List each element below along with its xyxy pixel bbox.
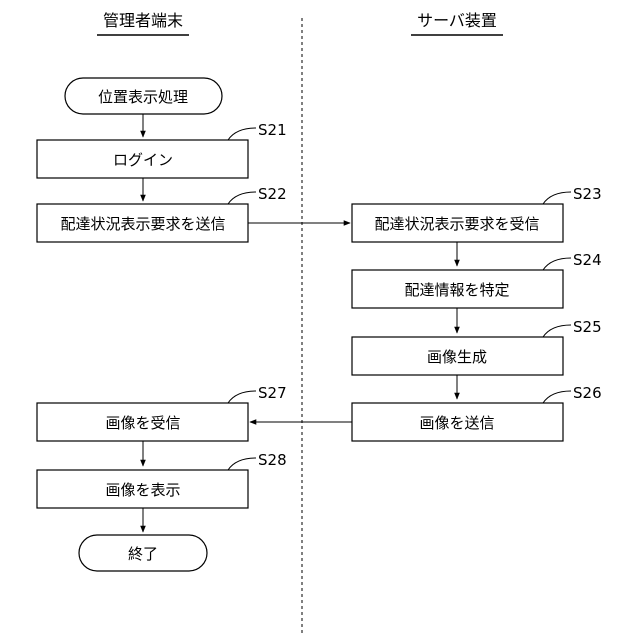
step-s25-number: S25	[573, 318, 602, 336]
step-s28-label: 画像を表示	[105, 481, 180, 499]
step-s22-number: S22	[258, 185, 287, 203]
end-label: 終了	[128, 545, 158, 563]
step-s21-leader	[228, 128, 256, 140]
step-s26-leader	[543, 391, 571, 403]
step-s27-label: 画像を受信	[105, 414, 180, 432]
step-s24-leader	[543, 258, 571, 270]
step-s28-leader	[228, 458, 256, 470]
step-s27-leader	[228, 391, 256, 403]
step-s23-leader	[543, 192, 571, 204]
step-s25-label: 画像生成	[427, 348, 487, 366]
step-s23-number: S23	[573, 185, 602, 203]
step-s21-label: ログイン	[113, 151, 173, 169]
step-s26-number: S26	[573, 384, 602, 402]
step-s23-label: 配達状況表示要求を受信	[374, 215, 539, 233]
lane-title-admin-terminal: 管理者端末	[103, 11, 183, 30]
step-s24-label: 配達情報を特定	[404, 281, 509, 299]
step-s28-number: S28	[258, 451, 287, 469]
step-s22-leader	[228, 192, 256, 204]
step-s27-number: S27	[258, 384, 287, 402]
step-s24-number: S24	[573, 251, 602, 269]
start-label: 位置表示処理	[98, 88, 188, 106]
step-s22-label: 配達状況表示要求を送信	[60, 215, 225, 233]
step-s25-leader	[543, 325, 571, 337]
step-s26-label: 画像を送信	[419, 414, 494, 432]
step-s21-number: S21	[258, 121, 287, 139]
lane-title-server-device: サーバ装置	[417, 11, 497, 30]
